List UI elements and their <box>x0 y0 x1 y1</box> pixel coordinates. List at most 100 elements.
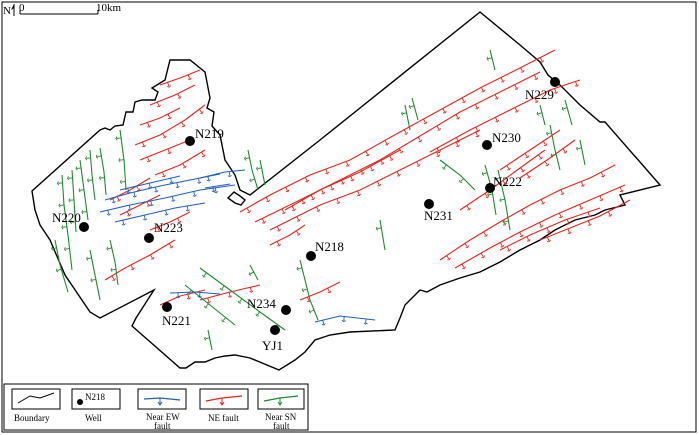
fault-tick <box>128 205 133 211</box>
boundary-notch <box>226 191 246 206</box>
well-marker-yj1[interactable] <box>270 325 280 335</box>
fault-tick <box>87 178 93 183</box>
fault-tick <box>520 167 525 173</box>
fault-tick <box>162 171 166 178</box>
fault-tick <box>249 178 255 183</box>
fault-tick <box>502 180 508 186</box>
fault-tick <box>281 208 286 214</box>
fault-tick <box>169 178 174 184</box>
study-area-boundary <box>31 11 662 371</box>
fault-tick <box>380 159 385 165</box>
fault-tick <box>111 197 116 204</box>
fault-tick <box>340 179 345 185</box>
fault-tick <box>475 126 480 133</box>
fault-tick <box>481 171 488 176</box>
fault-tick <box>330 185 335 191</box>
fault-tick <box>119 179 126 184</box>
fault-tick <box>403 129 409 135</box>
fault-tick <box>95 154 102 159</box>
fault-tick <box>310 194 315 200</box>
fault-tick <box>475 131 480 138</box>
fault-tick <box>336 198 341 204</box>
fault-tick <box>246 207 251 213</box>
fault-tick <box>106 246 112 251</box>
fault-tick <box>291 205 296 211</box>
well-marker-n219[interactable] <box>185 136 195 146</box>
fault-tick <box>219 285 225 291</box>
fault-tick <box>162 133 167 139</box>
fault-tick <box>325 168 330 175</box>
fault-tick <box>167 82 171 88</box>
fault-tick <box>435 151 441 157</box>
well-marker-n234[interactable] <box>281 305 291 315</box>
well-marker-n222[interactable] <box>485 183 495 193</box>
fault-tick <box>401 111 407 116</box>
fault-tick <box>575 81 579 87</box>
fault-tick <box>576 146 582 151</box>
fault-tick <box>360 169 365 175</box>
well-marker-n230[interactable] <box>482 140 492 150</box>
well-marker-n223[interactable] <box>144 233 154 243</box>
fault-tick <box>177 93 182 99</box>
well-marker-n220[interactable] <box>79 222 89 232</box>
fault-tick <box>265 196 271 203</box>
fault-tick <box>147 156 151 163</box>
fault-tick <box>524 153 530 159</box>
fault-tick <box>375 226 382 231</box>
fault-tick <box>171 196 176 202</box>
fault-tick <box>316 206 321 212</box>
fault-tick <box>566 219 571 225</box>
fault-tick <box>466 205 471 211</box>
fault-tick <box>587 211 592 218</box>
fault-tick <box>320 189 326 195</box>
fault-tick <box>204 336 210 341</box>
fault-tick <box>164 210 169 216</box>
fault-tick <box>304 177 310 183</box>
fault-tick <box>185 205 190 212</box>
fault-tick <box>442 164 447 170</box>
legend-boundary-label: Boundary <box>14 413 50 423</box>
fault-tick <box>261 218 266 224</box>
fault-tick <box>187 74 192 80</box>
fault-tick <box>206 176 211 182</box>
fault-tick <box>561 106 568 111</box>
fault-tick <box>168 243 174 249</box>
fault-tick <box>558 212 563 219</box>
fault-tick <box>143 215 148 221</box>
fault-tick <box>350 175 355 182</box>
fault-tick <box>86 256 92 261</box>
well-marker-n231[interactable] <box>424 199 434 209</box>
fault-tick <box>550 153 557 158</box>
fault-tick <box>494 94 499 100</box>
fault-tick <box>546 131 552 136</box>
fault-tick <box>341 316 346 322</box>
fault-tick <box>248 271 254 276</box>
fault-tick <box>181 121 186 127</box>
fault-tick <box>256 166 262 171</box>
fault-tick <box>514 107 519 113</box>
fault-tick <box>542 140 548 146</box>
fault-tick <box>301 198 306 205</box>
fault-tick <box>567 228 572 234</box>
fault-tick <box>398 148 404 154</box>
well-marker-n221[interactable] <box>162 302 172 312</box>
fault-tick <box>176 292 181 299</box>
fault-tick <box>494 176 500 181</box>
well-marker-n229[interactable] <box>550 77 560 87</box>
fault-tick <box>483 231 488 237</box>
fault-tick <box>408 104 415 109</box>
fault-tick <box>150 254 155 260</box>
fault-tick <box>461 263 466 269</box>
fault-tick <box>202 272 207 278</box>
fault-tick <box>503 219 509 224</box>
well-label-yj1: YJ1 <box>262 338 283 353</box>
fault-tick <box>464 243 470 249</box>
fault-tick <box>486 56 493 61</box>
fault-tick <box>130 264 135 270</box>
fault-tick <box>308 309 315 314</box>
well-marker-n218[interactable] <box>306 251 316 261</box>
fault-tick <box>126 188 131 194</box>
fault-tick <box>365 150 370 156</box>
